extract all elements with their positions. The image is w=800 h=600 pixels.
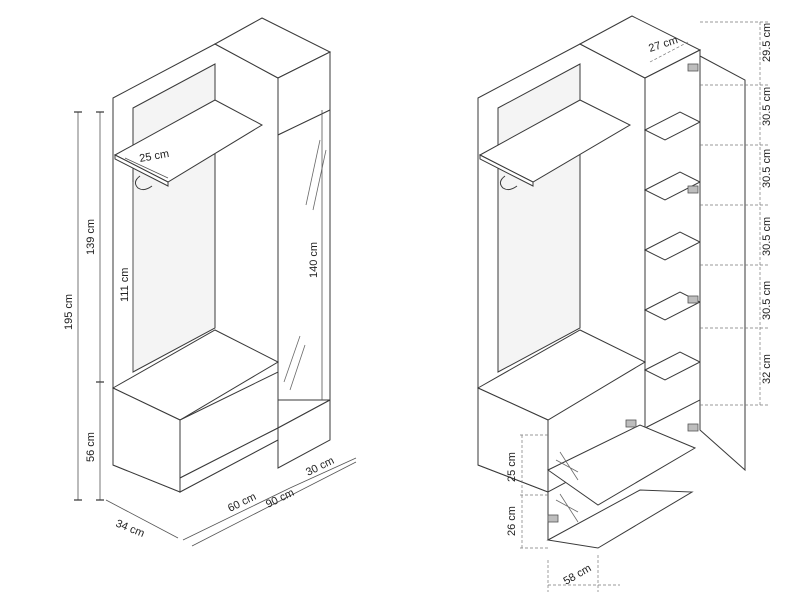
hinge-icon [687,63,699,72]
dim-mirror-height: 140 cm [308,242,320,278]
flap-stay-icon [555,451,579,481]
hinge-icon [547,514,559,523]
right-flap-lower[interactable] [546,489,694,549]
hinge-icon [625,419,637,428]
coat-hook-icon [134,175,153,191]
hinge-icon [687,295,699,304]
dim-bench-height: 56 cm [85,432,97,462]
dim-drawer-lower: 26 cm [506,506,518,536]
dim-depth: 34 cm [114,518,146,540]
left-cabinet-view [111,17,332,493]
dim-drawer-width: 58 cm [562,562,594,587]
coat-hook-icon [499,175,518,191]
dim-shelf-3: 30.5 cm [761,217,773,256]
left-column-base-box [277,399,331,469]
right-flap-upper[interactable] [547,424,697,506]
mirror-reflection-line [289,344,306,391]
hinge-icon [687,185,699,194]
right-open-door[interactable] [699,55,746,472]
mirror-reflection-line [283,335,301,383]
dim-shelf-1: 30.5 cm [761,87,773,126]
dim-shelf-depth: 25 cm [138,148,170,165]
dim-upper-height: 139 cm [85,219,97,255]
mirror-reflection-line [305,139,321,206]
right-dimension-lines [520,21,770,592]
dim-total-height: 195 cm [63,294,75,330]
dim-shelf-2: 30.5 cm [761,149,773,188]
dim-drawer-upper: 25 cm [506,452,518,482]
dim-column-width: 30 cm [304,455,336,479]
hinge-icon [687,423,699,432]
dim-total-width: 90 cm [264,487,296,511]
left-dimension-lines [74,110,357,547]
left-top-shelf-front [114,154,169,187]
flap-stay-icon [555,493,579,523]
dim-shelf-4: 30.5 cm [761,281,773,320]
dim-top-section: 29.5 cm [761,23,773,62]
dim-bottom-section: 32 cm [761,354,773,384]
right-top-shelf-front [479,154,534,187]
right-cabinet-view [476,15,746,549]
mirror-reflection-line [312,149,327,211]
dim-hanging-height: 111 cm [119,268,131,302]
